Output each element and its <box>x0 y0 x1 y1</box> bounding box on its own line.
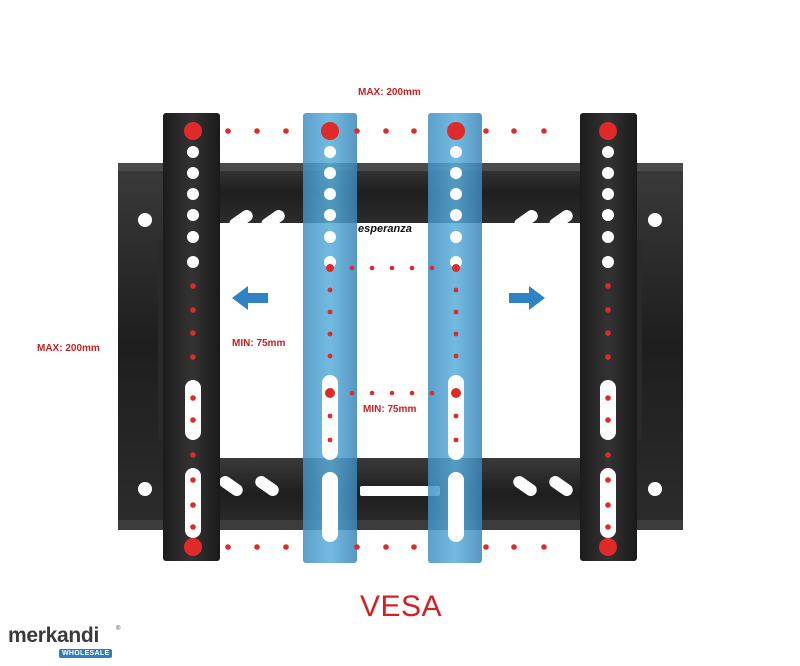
max-height-label: MAX: 200mm <box>37 343 100 354</box>
logo-wordmark: merkandi <box>8 624 99 647</box>
left-vertical-arm <box>163 113 220 561</box>
left-blue-arm <box>303 113 357 563</box>
min-height-label: MIN: 75mm <box>363 404 417 415</box>
bracket-brand-text: esperanza <box>358 223 412 235</box>
right-blue-arm <box>428 113 482 563</box>
merkandi-logo: merkandi ® WHOLESALE <box>8 624 128 664</box>
min-width-label: MIN: 75mm <box>232 338 286 349</box>
vesa-title: VESA <box>360 590 443 623</box>
arrow-left-icon <box>232 286 268 310</box>
arrow-right-icon <box>509 286 545 310</box>
logo-wholesale-badge: WHOLESALE <box>59 649 113 658</box>
max-width-label: MAX: 200mm <box>358 87 421 98</box>
right-vertical-arm <box>580 113 637 561</box>
logo-registered-mark: ® <box>116 626 121 632</box>
wall-plate-frame: esperanza <box>118 163 683 530</box>
measurement-dots <box>190 128 611 550</box>
